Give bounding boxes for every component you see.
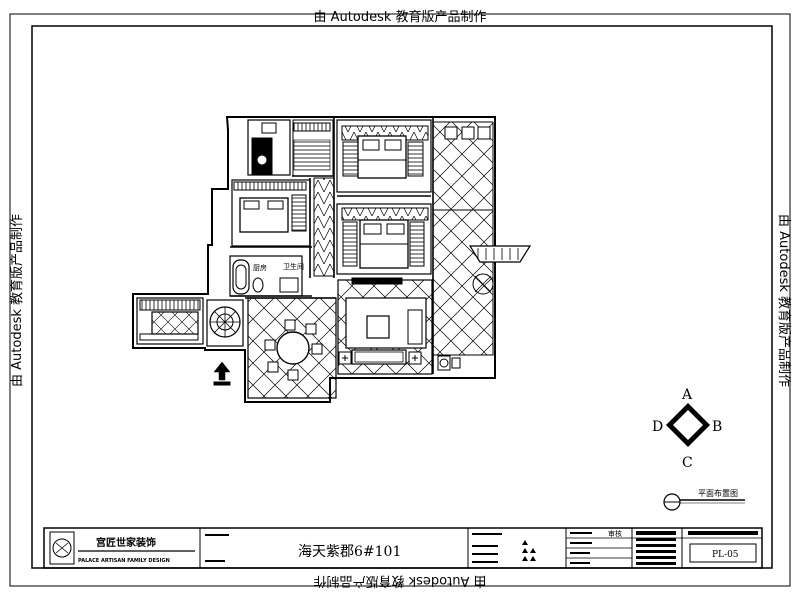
compass-north-label: A [681, 387, 693, 403]
bathroom-1 [247, 119, 291, 176]
review-label: 审核 [608, 529, 622, 538]
plan-outline [132, 116, 496, 403]
bathroom-2 [229, 255, 303, 297]
bay-window [468, 245, 532, 263]
sheet-name-label: 平面布置图 [698, 488, 738, 498]
compass-west-label: D [652, 419, 663, 435]
outer-border [9, 13, 791, 587]
project-title: 海天紫郡6#101 [298, 544, 401, 560]
room-label-kitchen: 厨房 [253, 263, 267, 272]
corridor-tiles [432, 209, 494, 356]
kitchen [136, 297, 204, 345]
sheet-number: PL-05 [712, 550, 739, 560]
floor-plan [132, 116, 532, 403]
room-label-toilet: 卫生间 [283, 262, 304, 271]
title-block [43, 527, 763, 569]
entrance-arrow [213, 361, 231, 381]
wardrobe [313, 177, 335, 277]
bedroom-2 [336, 203, 432, 275]
company-name-cn: 宫匠世家装饰 [96, 536, 156, 549]
company-name-en: PALACE ARTISAN FAMILY DESIGN [78, 558, 170, 564]
foyer [206, 299, 244, 347]
sheet-name-marker [663, 493, 745, 511]
compass-south-label: C [682, 455, 693, 471]
bedroom-1 [336, 119, 432, 193]
compass-rose [666, 403, 710, 447]
compass-east-label: B [712, 419, 722, 435]
